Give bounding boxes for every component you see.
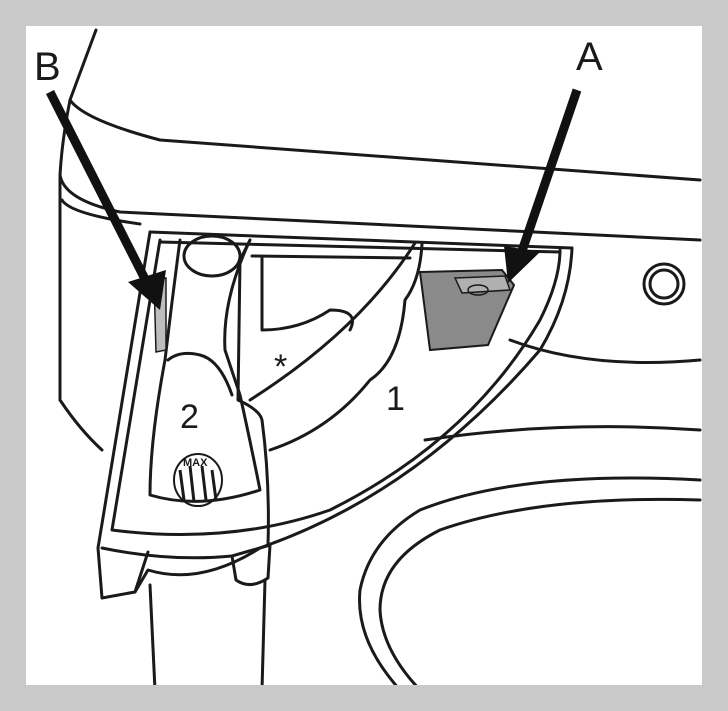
- compartment-1-label: 1: [386, 380, 405, 418]
- label-b: B: [34, 45, 61, 89]
- compartment-1-inner: [268, 242, 424, 452]
- machine-panel-lip: [58, 173, 702, 242]
- machine-panel-lip-lower: [60, 198, 142, 226]
- knob-inner: [648, 268, 680, 300]
- detergent-insert-a: [418, 268, 516, 352]
- diagram-canvas: MAX A B 1 2 *: [26, 26, 702, 685]
- chute-inner: [166, 351, 234, 397]
- arrow-b-icon: [45, 89, 166, 310]
- asterisk-label: *: [274, 348, 287, 386]
- machine-body-line: [148, 578, 267, 685]
- door-ring: [358, 476, 702, 685]
- softener-cap: [182, 234, 242, 278]
- compartment-divider: [236, 238, 270, 547]
- compartment-2-label: 2: [180, 398, 199, 436]
- drawer-bottom-lip: [100, 543, 272, 560]
- door-outer: [423, 425, 702, 442]
- arrow-a-icon: [504, 88, 582, 283]
- machine-left-side: [58, 398, 104, 452]
- drawer-outer: [96, 230, 574, 600]
- drawer-outer-inner: [110, 238, 562, 536]
- machine-top-front: [68, 98, 702, 182]
- knob: [642, 262, 686, 306]
- door-ring-inner: [378, 497, 702, 685]
- door-upper: [508, 338, 702, 364]
- max-label: MAX: [183, 457, 208, 469]
- back-wall: [250, 254, 412, 332]
- drawer-front-top-inner: [158, 240, 562, 254]
- label-a: A: [576, 35, 603, 79]
- max-mark: MAX: [173, 453, 223, 507]
- drawer-bottom-step: [133, 543, 272, 594]
- compartment-divider-curve: [248, 241, 417, 402]
- drawer-front-top: [148, 230, 574, 250]
- washer-dispenser-drawing: MAX A B 1 2 *: [34, 28, 702, 685]
